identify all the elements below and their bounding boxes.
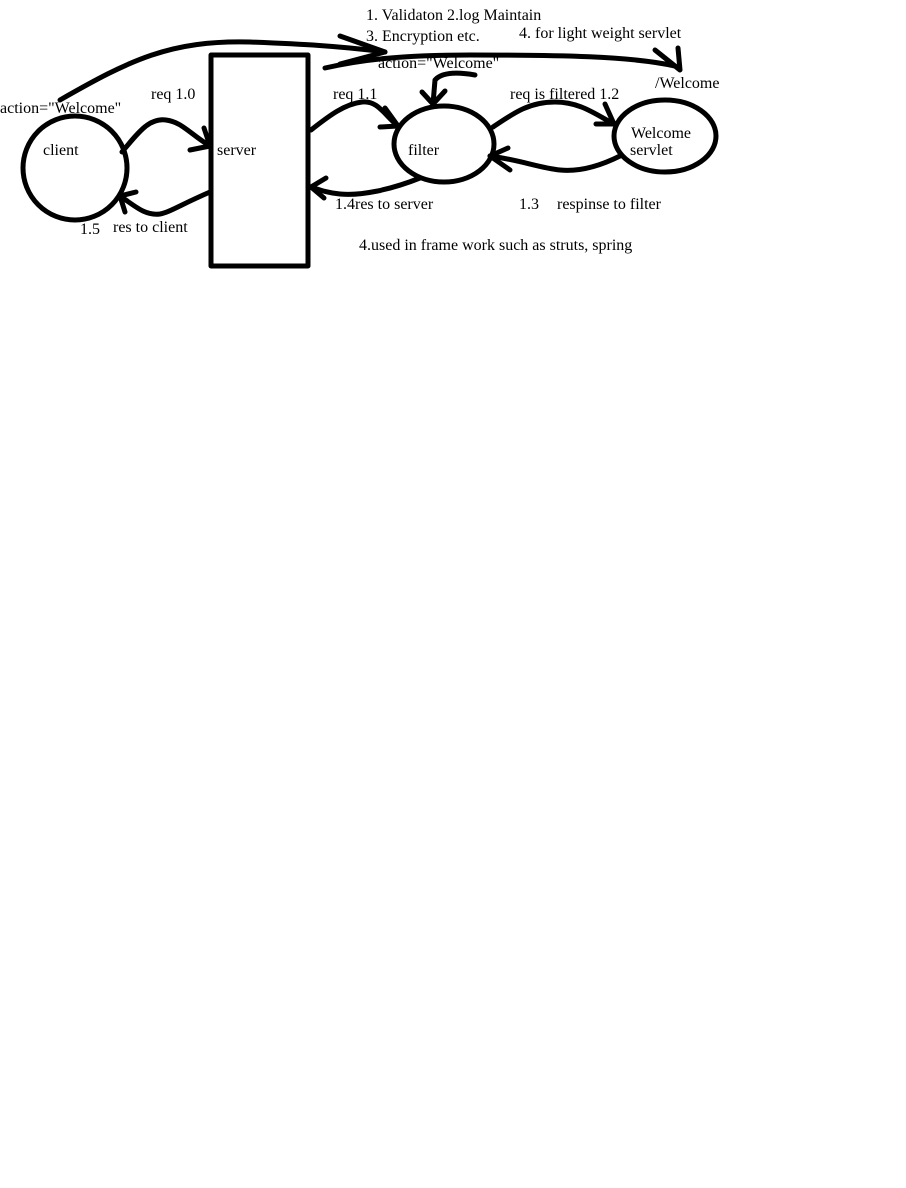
filter-top-arrow: [430, 70, 478, 107]
note-validation-log: 1. Validaton 2.log Maintain: [366, 7, 541, 24]
req-1-2-label: req is filtered 1.2: [510, 86, 619, 103]
filter-action-label: action="Welcome": [378, 55, 499, 72]
servlet-node: [611, 97, 719, 175]
res-1-4-arrow: [308, 175, 423, 197]
res-1-3-number: 1.3: [519, 196, 539, 213]
req-1-1-label: req 1.1: [333, 86, 377, 103]
req-1-0-label: req 1.0: [151, 86, 195, 103]
note-encryption: 3. Encryption etc.: [366, 28, 480, 45]
res-1-3-arrow: [487, 153, 623, 173]
filter-label: filter: [408, 142, 440, 159]
servlet-label-line2: servlet: [630, 142, 673, 159]
action-arc-right: [322, 52, 678, 71]
req-1-1-arrowhead: [377, 105, 401, 130]
req-1-0-arrow: [119, 117, 213, 155]
welcome-arrowhead: [652, 45, 683, 73]
res-1-5-label: res to client: [113, 219, 188, 236]
server-node: [208, 52, 311, 269]
req-1-2-arrowhead: [593, 101, 617, 127]
server-label: server: [217, 142, 257, 159]
client-label: client: [43, 142, 79, 159]
res-1-3-label: respinse to filter: [557, 196, 662, 213]
action-arc-left: [57, 39, 388, 103]
req-1-0-arrowhead: [187, 125, 213, 153]
client-node: [20, 113, 130, 223]
filter-node: [391, 103, 497, 185]
res-1-4-arrowhead: [308, 175, 329, 201]
servlet-label-line1: Welcome: [631, 125, 691, 142]
res-1-5-arrowhead: [117, 189, 139, 215]
res-1-5-number: 1.5: [80, 221, 100, 238]
welcome-path-label: /Welcome: [655, 75, 719, 92]
res-1-3-arrowhead: [487, 145, 513, 173]
res-1-5-arrow: [117, 189, 213, 217]
framework-note: 4.used in frame work such as struts, spr…: [359, 237, 632, 254]
client-action-label: action="Welcome": [0, 100, 121, 117]
res-1-4-label: 1.4res to server: [335, 196, 434, 213]
note-light-weight: 4. for light weight servlet: [519, 25, 682, 42]
req-1-2-arrow: [490, 99, 617, 130]
req-1-1-arrow: [308, 99, 401, 133]
filter-top-arrowhead: [419, 88, 448, 107]
